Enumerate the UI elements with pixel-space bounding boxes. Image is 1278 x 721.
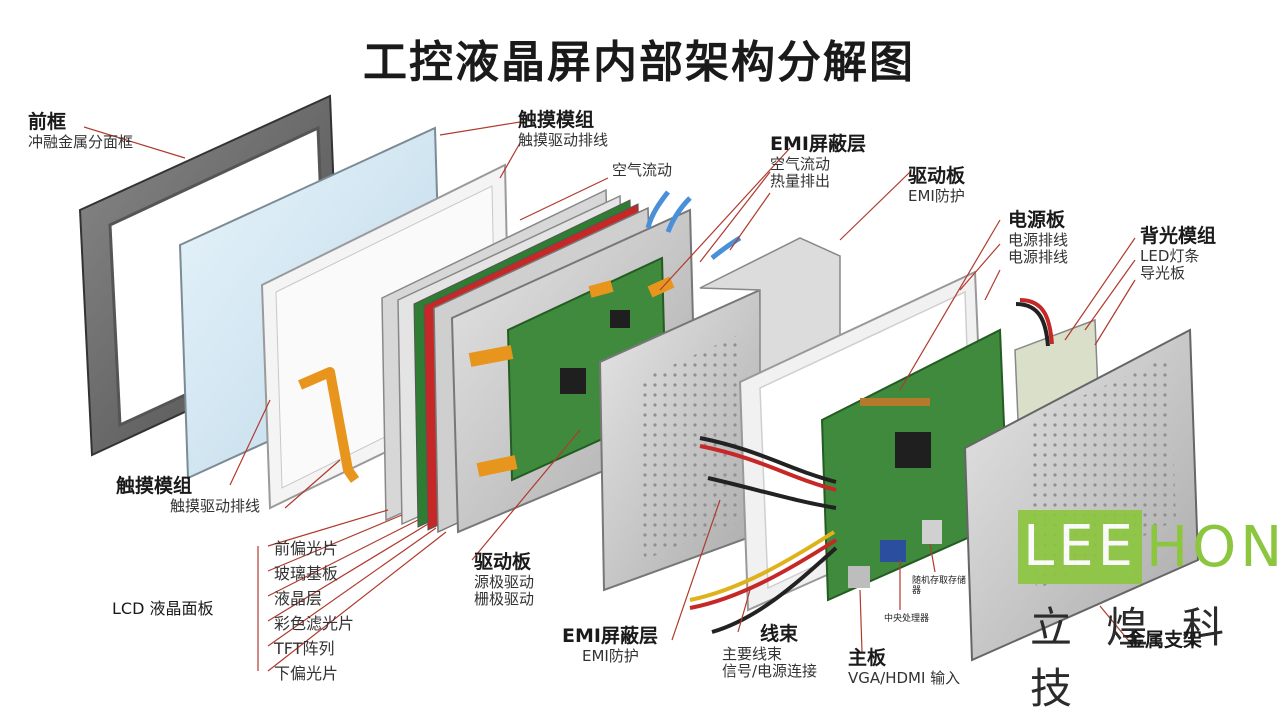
watermark-chinese-logo: 立煌科技 — [1030, 603, 1259, 713]
emi-layer-bottom-title: EMI屏蔽层 — [562, 625, 658, 647]
label-bracket: 金属支架 — [1126, 629, 1203, 652]
lcd-layer-tft-array: TFT阵列 — [274, 639, 335, 658]
wire-harness — [689, 436, 838, 634]
harness-sub2: 信号/电源连接 — [722, 662, 818, 681]
bracket-title: 金属支架 — [1126, 629, 1203, 651]
backlight-sub1: LED灯条 — [1140, 246, 1200, 265]
backlight-title: 背光模组 — [1140, 225, 1217, 247]
emi-layer-top-title: EMI屏蔽层 — [770, 133, 866, 155]
label-driver-board-bottom: 驱动板 源极驱动 栅极驱动 — [474, 551, 535, 609]
label-backlight: 背光模组 LED灯条 导光板 — [1140, 225, 1217, 283]
label-lcd-panel: LCD 液晶面板 — [112, 599, 214, 618]
label-driver-board-top: 驱动板 EMI防护 — [908, 165, 966, 205]
label-touch-module-bottom: 触摸模组 触摸驱动排线 — [116, 475, 261, 515]
emi-layer-top-sub1: 空气流动 — [770, 154, 831, 173]
mainboard-sub: VGA/HDMI 输入 — [848, 668, 961, 687]
label-harness: 线束 主要线束 信号/电源连接 — [722, 623, 818, 681]
watermark-hon-logo: HON — [1146, 515, 1278, 580]
label-front-frame: 前框 冲融金属分面框 — [28, 111, 134, 151]
page-title: 工控液晶屏内部架构分解图 — [363, 37, 915, 88]
label-emi-layer-bottom: EMI屏蔽层 EMI防护 — [562, 625, 658, 665]
driver-board-top-title: 驱动板 — [908, 165, 966, 187]
label-airflow-1: 空气流动 — [612, 161, 673, 179]
front-frame-sub: 冲融金属分面框 — [28, 132, 134, 151]
label-emi-layer-top: EMI屏蔽层 空气流动 热量排出 — [770, 133, 866, 191]
touch-module-bottom-title: 触摸模组 — [116, 475, 193, 497]
touch-module-top-sub: 触摸驱动排线 — [518, 130, 609, 149]
label-lcd-layers: 前偏光片 玻璃基板 液晶层 彩色滤光片 TFT阵列 下偏光片 — [274, 536, 354, 686]
lcd-layer-front-polarizer: 前偏光片 — [274, 539, 339, 558]
driver-board-bottom-title: 驱动板 — [474, 551, 532, 573]
airflow-1-text: 空气流动 — [612, 161, 673, 179]
front-frame-title: 前框 — [28, 111, 67, 133]
driver-board-bottom-sub2: 栅极驱动 — [474, 590, 535, 609]
watermark-lee-logo: LEE — [1018, 510, 1142, 584]
harness-title: 线束 — [760, 623, 799, 645]
power-board-sub1: 电源排线 — [1008, 230, 1069, 249]
driver-board-bottom-sub1: 源极驱动 — [474, 572, 535, 591]
lcd-layer-rear-polarizer: 下偏光片 — [274, 664, 339, 683]
lcd-layer-glass-substrate: 玻璃基板 — [274, 564, 339, 583]
label-ram: 随机存取存储器 — [912, 576, 967, 597]
harness-sub1: 主要线束 — [722, 644, 783, 663]
label-touch-module-top: 触摸模组 触摸驱动排线 — [518, 109, 609, 149]
leader-lines — [83, 121, 1136, 672]
emi-shield — [598, 237, 841, 592]
label-mainboard: 主板 VGA/HDMI 输入 — [848, 647, 961, 687]
touch-module-bottom-sub: 触摸驱动排线 — [170, 496, 261, 515]
mainboard-title: 主板 — [848, 647, 887, 669]
lcd-layer-color-filter: 彩色滤光片 — [274, 614, 355, 633]
label-cpu: 中央处理器 — [884, 614, 930, 624]
backlight-sub2: 导光板 — [1140, 264, 1186, 283]
power-board-sub2: 电源排线 — [1008, 248, 1069, 267]
label-power-board: 电源板 电源排线 电源排线 — [1008, 209, 1069, 267]
lcd-layer-liquid-crystal: 液晶层 — [274, 589, 323, 608]
touch-module-top-title: 触摸模组 — [518, 109, 595, 131]
driver-board-top-sub: EMI防护 — [908, 186, 965, 205]
emi-layer-top-sub2: 热量排出 — [770, 172, 831, 191]
power-board-title: 电源板 — [1008, 209, 1066, 231]
emi-layer-bottom-sub: EMI防护 — [582, 646, 639, 665]
